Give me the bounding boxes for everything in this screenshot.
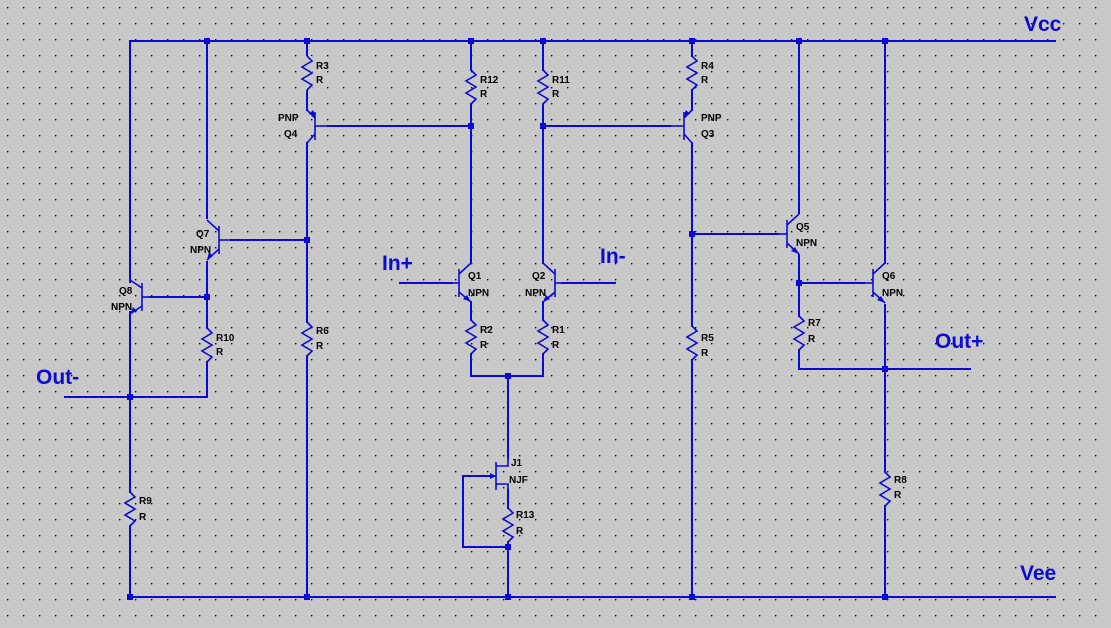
resistor-R2: R2 R bbox=[464, 319, 493, 355]
transistor-type: NPN bbox=[796, 238, 817, 249]
resistor-value: R bbox=[480, 89, 488, 100]
transistor-Q1: Q1 NPN bbox=[452, 262, 489, 303]
transistor-type: NPN bbox=[190, 245, 211, 256]
transistor-Q2: Q2 NPN bbox=[525, 262, 562, 303]
transistor-name: Q1 bbox=[468, 271, 482, 282]
resistor-R12: R12 R bbox=[464, 69, 499, 105]
resistor-value: R bbox=[316, 341, 324, 352]
resistor-name: R7 bbox=[808, 318, 821, 329]
transistor-type: NJF bbox=[509, 475, 528, 486]
transistor-Q7: Q7 NPN bbox=[190, 219, 231, 261]
transistor-Q6: Q6 NPN bbox=[864, 262, 903, 304]
resistor-name: R6 bbox=[316, 326, 329, 337]
in-minus-label: In- bbox=[600, 245, 626, 268]
in-plus-label: In+ bbox=[382, 252, 413, 275]
resistor-name: R12 bbox=[480, 75, 499, 86]
resistor-value: R bbox=[316, 75, 324, 86]
resistor-name: R13 bbox=[516, 510, 535, 521]
transistor-Q4: PNP Q4 bbox=[278, 109, 328, 144]
resistor-name: R9 bbox=[139, 496, 152, 507]
resistor-value: R bbox=[894, 490, 902, 501]
resistor-name: R10 bbox=[216, 333, 235, 344]
transistor-name: Q8 bbox=[119, 286, 133, 297]
resistor-R3: R3 R bbox=[300, 55, 329, 91]
transistor-type: NPN bbox=[525, 288, 546, 299]
vee-label: Vee bbox=[1020, 562, 1056, 585]
resistor-value: R bbox=[701, 75, 709, 86]
vcc-label: Vcc bbox=[1024, 13, 1062, 36]
transistor-type: NPN bbox=[468, 288, 489, 299]
wires bbox=[64, 40, 1056, 598]
transistor-name: J1 bbox=[511, 458, 523, 469]
resistor-value: R bbox=[139, 512, 147, 523]
resistor-R13: R13 R bbox=[501, 507, 535, 543]
transistor-type: NPN bbox=[111, 302, 132, 313]
resistor-R7: R7 R bbox=[792, 315, 821, 351]
resistor-R8: R8 R bbox=[878, 471, 907, 507]
resistor-R6: R6 R bbox=[300, 321, 329, 357]
resistor-name: R3 bbox=[316, 61, 329, 72]
resistor-value: R bbox=[808, 334, 816, 345]
transistor-name: Q4 bbox=[284, 129, 298, 140]
resistor-value: R bbox=[516, 526, 524, 537]
resistor-R11: R11 R bbox=[536, 69, 570, 105]
jfet-J1: J1 NJF bbox=[490, 458, 528, 490]
transistor-name: Q5 bbox=[796, 222, 810, 233]
resistor-R10: R10 R bbox=[200, 327, 235, 363]
resistor-name: R11 bbox=[552, 75, 570, 86]
resistor-value: R bbox=[480, 340, 488, 351]
out-plus-label: Out+ bbox=[935, 330, 983, 353]
transistor-name: Q2 bbox=[532, 271, 546, 282]
junction-dots bbox=[127, 38, 888, 600]
resistor-R1: R1 R bbox=[536, 319, 565, 355]
out-minus-label: Out- bbox=[36, 366, 79, 389]
transistor-name: Q3 bbox=[701, 129, 715, 140]
transistor-name: Q6 bbox=[882, 271, 896, 282]
resistor-R4: R4 R bbox=[685, 55, 714, 91]
transistor-type: PNP bbox=[278, 113, 299, 124]
transistor-type: PNP bbox=[701, 113, 722, 124]
resistor-name: R2 bbox=[480, 325, 493, 336]
transistor-type: NPN bbox=[882, 288, 903, 299]
transistor-Q5: Q5 NPN bbox=[778, 213, 817, 255]
resistor-value: R bbox=[552, 89, 560, 100]
resistor-name: R8 bbox=[894, 475, 907, 486]
transistor-Q8: Q8 NPN bbox=[111, 279, 150, 315]
resistor-name: R5 bbox=[701, 333, 714, 344]
resistor-R9: R9 R bbox=[123, 491, 152, 527]
resistor-value: R bbox=[552, 340, 560, 351]
resistor-R5: R5 R bbox=[685, 325, 714, 361]
resistor-name: R4 bbox=[701, 61, 714, 72]
transistor-name: Q7 bbox=[196, 229, 210, 240]
resistor-name: R1 bbox=[552, 325, 565, 336]
transistor-Q3: PNP Q3 bbox=[670, 109, 722, 144]
resistor-value: R bbox=[701, 348, 709, 359]
resistor-value: R bbox=[216, 347, 224, 358]
